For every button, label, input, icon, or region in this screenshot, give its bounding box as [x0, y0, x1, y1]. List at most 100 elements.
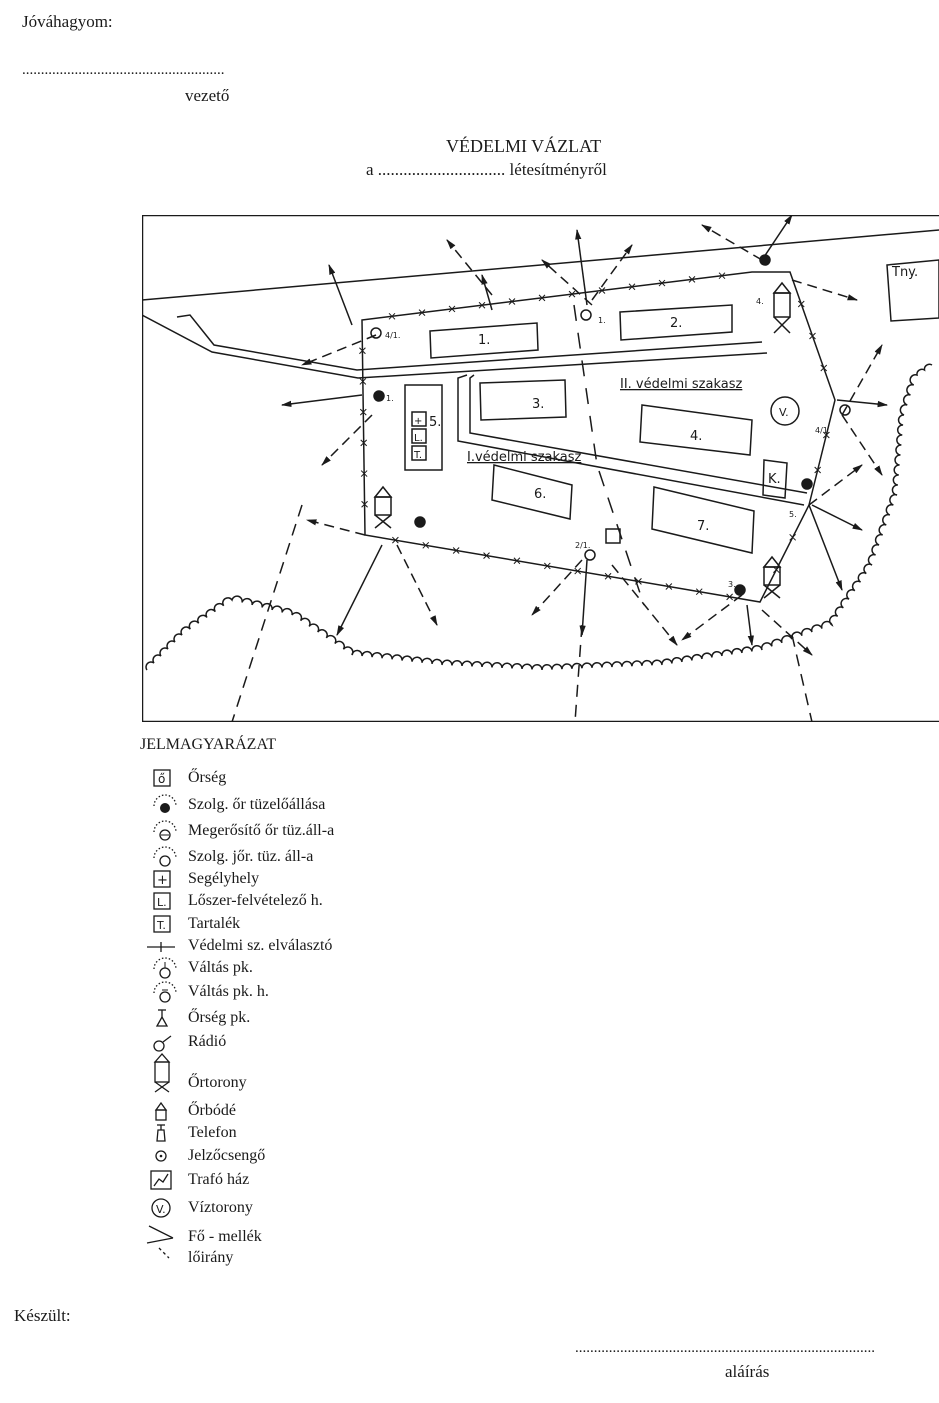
legend-item: Őrbódé [145, 1100, 236, 1122]
building-k [762, 459, 788, 499]
legend-item: Telefon [145, 1122, 237, 1144]
ammo-label: L. [414, 433, 423, 444]
post-number: 1. [598, 316, 606, 325]
radio-icon [145, 1031, 185, 1053]
ammunition-icon: L. [145, 890, 185, 912]
legend-item: Megerősítő őr tüz.áll-a [145, 820, 334, 842]
fire-direction-arrow [681, 594, 743, 641]
watchtower-icon [145, 1053, 185, 1094]
fire-direction-arrow [446, 239, 493, 296]
fire-direction-arrow [280, 394, 363, 407]
legend-item: Rádió [145, 1031, 226, 1053]
fire-direction-arrow [336, 544, 383, 636]
legend-item: Szolg. őr tüzelőállása [145, 794, 325, 816]
post-number: 5. [789, 510, 797, 519]
legend-label: Lőszer-felvételező h. [188, 892, 323, 909]
fire-direction-arrow [841, 414, 883, 476]
first-aid-icon: + [145, 868, 185, 890]
legend-label: Trafó ház [188, 1171, 250, 1188]
guard-box-icon: ő [145, 767, 185, 789]
watchtower-icon [772, 281, 792, 334]
fire-direction-arrow [808, 464, 863, 506]
road-inner-top [142, 314, 768, 379]
legend-label: Megerősítő őr tüz.áll-a [188, 822, 335, 839]
made-label: Készült: [14, 1306, 71, 1325]
approve-label: Jóváhagyom: [22, 12, 113, 31]
aid-label: + [414, 416, 422, 427]
fire-direction-arrow [591, 244, 633, 301]
svg-text:L.: L. [157, 896, 167, 909]
fire-direction-arrow [701, 224, 763, 261]
access-road-b [469, 374, 808, 494]
legend-label: Váltás pk. [188, 959, 253, 976]
legend-item: Trafó ház [145, 1169, 249, 1191]
water-tower [770, 396, 800, 426]
legend-item: Jelzőcsengő [145, 1145, 265, 1167]
signature-line: ........................................… [575, 1340, 875, 1356]
approver-role: vezető [185, 86, 230, 105]
fire-direction-arrow [761, 215, 793, 261]
fire-direction-arrow [791, 279, 859, 301]
post-number: 3. [728, 580, 736, 589]
subtitle-suffix: létesítményről [509, 160, 607, 179]
fire-direction-arrow [746, 604, 754, 647]
legend-label: Tartalék [188, 915, 241, 932]
reinforcing-guard-position-icon [145, 820, 185, 842]
signal-bell-icon [145, 1145, 185, 1167]
legend-label: Rádió [188, 1033, 227, 1050]
legend-label: Víztorony [188, 1199, 253, 1216]
fire-direction-arrow [841, 344, 883, 416]
fire-direction-arrow [808, 504, 843, 591]
section-divider-icon [145, 935, 185, 957]
legend-label: lőirány [188, 1249, 234, 1266]
shift-commander-icon [145, 957, 185, 979]
service-guard-firing-position-icon [145, 794, 185, 816]
section-2-label: II. védelmi szakasz [620, 377, 742, 392]
patrol-firing-position-icon [145, 846, 185, 868]
post-number: 4. [756, 297, 764, 306]
legend-label: Őrség [188, 769, 227, 786]
fire-directions [280, 215, 889, 656]
water-tower-label: V. [779, 406, 789, 419]
legend-label: Szolg. őr tüzelőállása [188, 796, 326, 813]
building-6 [491, 464, 573, 520]
legend-item: Szolg. jőr. tüz. áll-a [145, 846, 313, 868]
fire-direction-arrow [811, 504, 863, 531]
building-2 [619, 304, 733, 341]
post-number: 4/1. [815, 426, 830, 435]
building-2-label: 2. [670, 316, 682, 331]
legend-label: Segélyhely [188, 870, 260, 887]
building-1 [429, 322, 539, 359]
guard-commander-icon [145, 1007, 185, 1029]
fire-direction-arrow [611, 564, 678, 646]
fire-direction-icon [145, 1225, 185, 1259]
signature-label: aláírás [725, 1362, 770, 1381]
perimeter-fence [361, 271, 836, 603]
building-6-label: 6. [534, 487, 546, 502]
legend-label: Őrbódé [188, 1102, 236, 1119]
fire-direction-arrow [836, 399, 889, 408]
legend-item: Váltás pk. [145, 957, 253, 979]
fire-direction-arrow [541, 259, 593, 306]
legend-label: Váltás pk. h. [188, 983, 269, 1000]
road-outer [142, 229, 939, 301]
road-inner-bottom [176, 314, 763, 371]
fire-direction-arrow [481, 273, 493, 311]
water-tower-icon: V. [145, 1197, 185, 1219]
page-subtitle: a .............................. létesít… [366, 160, 607, 180]
reserve-icon: T. [145, 913, 185, 935]
fire-direction-arrow [396, 544, 438, 626]
defense-sketch-map: 1. 2. 3. 4. 5. 6. 7. K. Tny. V. + L. T. … [142, 215, 939, 722]
fire-direction-arrow [305, 519, 366, 536]
legend-label: Védelmi sz. elválasztó [188, 937, 333, 954]
legend-item: Fő - mellék [145, 1225, 262, 1259]
watchtower-icon [762, 555, 782, 599]
telephone-icon [145, 1122, 185, 1144]
fire-direction-arrow [301, 334, 377, 366]
access-road-a [457, 374, 805, 506]
building-tny [886, 259, 939, 322]
blank-icon [145, 1247, 185, 1269]
legend-label: Fő - mellék [188, 1228, 262, 1245]
legend-label: Őrség pk. [188, 1009, 251, 1026]
